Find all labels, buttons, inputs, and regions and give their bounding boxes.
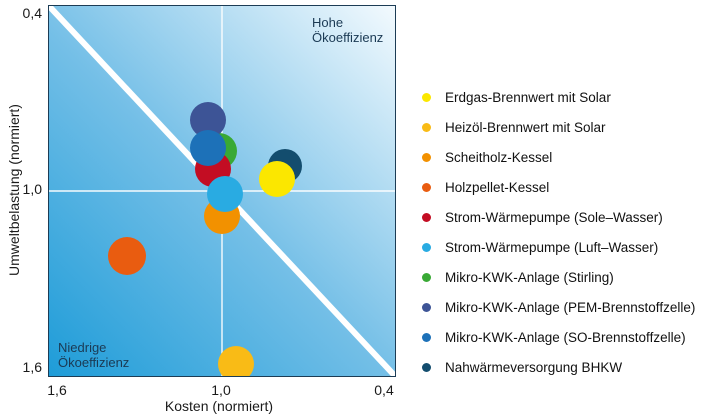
- legend-item-heizoel: Heizöl-Brennwert mit Solar: [422, 112, 695, 142]
- legend-item-erdgas: Erdgas-Brennwert mit Solar: [422, 82, 695, 112]
- legend-item-pem: Mikro-KWK-Anlage (PEM-Brennstoffzelle): [422, 292, 695, 322]
- legend-dot-luft: [422, 242, 431, 252]
- x-tick-1-6: 1,6: [47, 382, 67, 398]
- legend-dot-heizoel: [422, 122, 431, 132]
- legend-label-bhkw: Nahwärmeversorgung BHKW: [445, 359, 623, 375]
- legend-dot-holzpellet: [422, 182, 431, 192]
- y-tick-1-6: 1,6: [22, 359, 42, 375]
- legend-dot-erdgas: [422, 92, 431, 102]
- bubble-erdgas: [258, 160, 295, 197]
- legend-label-so: Mikro-KWK-Anlage (SO-Brennstoffzelle): [445, 329, 686, 345]
- bubble-so: [189, 129, 226, 166]
- legend-item-bhkw: Nahwärmeversorgung BHKW: [422, 352, 695, 382]
- legend-item-scheitholz: Scheitholz-Kessel: [422, 142, 695, 172]
- legend-item-luft: Strom-Wärmepumpe (Luft–Wasser): [422, 232, 695, 262]
- annotation-high-ecoefficiency: Hohe Ökoeffizienz: [312, 15, 384, 46]
- legend-dot-scheitholz: [422, 152, 431, 162]
- legend-label-erdgas: Erdgas-Brennwert mit Solar: [445, 89, 611, 105]
- bubble-holzpellet: [107, 236, 146, 275]
- x-tick-0-4: 0,4: [374, 382, 394, 398]
- x-tick-1-0: 1,0: [211, 382, 231, 398]
- y-tick-0-4: 0,4: [22, 5, 42, 21]
- legend-label-heizoel: Heizöl-Brennwert mit Solar: [445, 119, 606, 135]
- legend-item-stirling: Mikro-KWK-Anlage (Stirling): [422, 262, 695, 292]
- plot-area: Hohe Ökoeffizienz Niedrige Ökoeffizienz: [48, 5, 396, 377]
- bubble-luft: [206, 176, 243, 213]
- legend-label-scheitholz: Scheitholz-Kessel: [445, 149, 553, 165]
- legend-item-sole: Strom-Wärmepumpe (Sole–Wasser): [422, 202, 695, 232]
- legend-label-sole: Strom-Wärmepumpe (Sole–Wasser): [445, 209, 663, 225]
- legend-label-luft: Strom-Wärmepumpe (Luft–Wasser): [445, 239, 659, 255]
- legend-dot-stirling: [422, 272, 431, 282]
- legend-label-pem: Mikro-KWK-Anlage (PEM-Brennstoffzelle): [445, 299, 696, 315]
- legend-item-holzpellet: Holzpellet-Kessel: [422, 172, 695, 202]
- legend-label-stirling: Mikro-KWK-Anlage (Stirling): [445, 269, 614, 285]
- y-tick-1-0: 1,0: [22, 181, 42, 197]
- bubble-heizoel: [218, 345, 255, 376]
- legend-item-so: Mikro-KWK-Anlage (SO-Brennstoffzelle): [422, 322, 695, 352]
- legend-dot-so: [422, 332, 431, 342]
- legend-dot-bhkw: [422, 362, 431, 372]
- x-axis-title: Kosten (normiert): [164, 398, 274, 414]
- annotation-low-ecoefficiency: Niedrige Ökoeffizienz: [58, 340, 130, 371]
- legend-dot-sole: [422, 212, 431, 222]
- legend-label-holzpellet: Holzpellet-Kessel: [445, 179, 550, 195]
- legend-dot-pem: [422, 302, 431, 312]
